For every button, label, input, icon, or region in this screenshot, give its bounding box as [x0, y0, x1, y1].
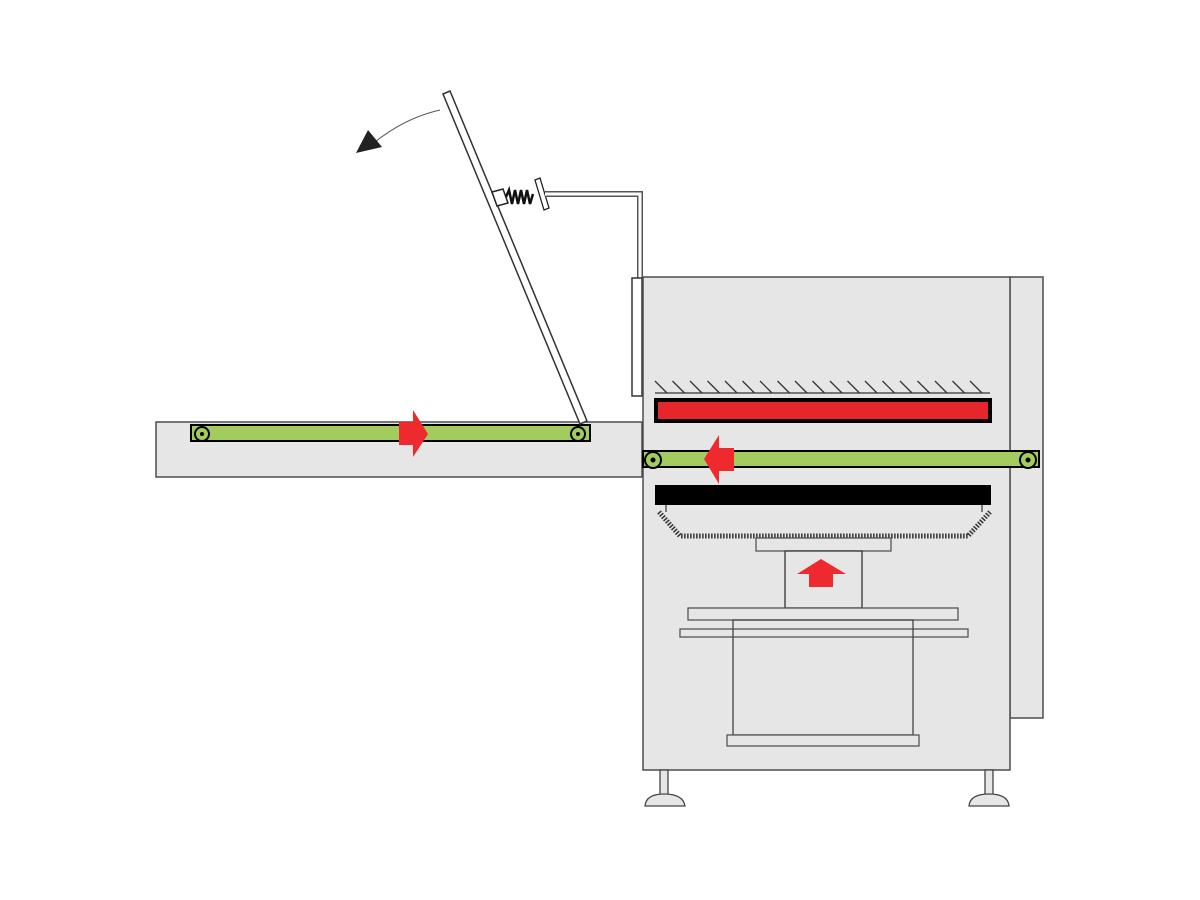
table-shelf: [679, 628, 969, 638]
hatch-tick: [777, 380, 790, 394]
hatch-tick: [742, 380, 755, 394]
hatch-tick: [759, 380, 773, 394]
main-belt: [642, 450, 1040, 468]
hatch-tick: [934, 380, 948, 394]
hatch-tick: [864, 380, 878, 394]
foot-left: [644, 769, 686, 807]
upper-heater: [654, 398, 992, 423]
arrow-left-icon: [704, 435, 734, 484]
infeed-belt: [190, 424, 591, 442]
table-top: [687, 607, 959, 621]
hatch-tick: [724, 380, 738, 394]
lift-plate: [755, 537, 892, 552]
main-roller-right: [1019, 451, 1037, 469]
hatch-tick: [829, 380, 843, 394]
lid-arm: [442, 90, 588, 425]
hatch-tick: [882, 380, 895, 394]
hatch-tick: [952, 380, 965, 394]
hatch-tick: [654, 380, 668, 394]
hatch-tick: [899, 380, 913, 394]
hatch-tick: [847, 380, 860, 394]
infeed-roller-left: [194, 426, 210, 442]
machine-cabinet: [642, 276, 1011, 771]
curved-arrow-icon: [356, 130, 382, 153]
main-roller-left: [644, 451, 662, 469]
hatch-tick: [794, 380, 808, 394]
hatch-tick: [672, 380, 685, 394]
hatch-tick: [917, 380, 930, 394]
hatch-tick: [969, 380, 983, 394]
swing-arc: [374, 109, 441, 143]
hatch-tick: [707, 380, 720, 394]
support-rod: [545, 191, 643, 278]
infeed-roller-right: [570, 426, 586, 442]
lower-plate: [655, 485, 991, 505]
side-panel: [1009, 276, 1044, 719]
insulation-hatching: [654, 380, 990, 394]
arrow-up-icon: [797, 559, 846, 587]
curtain-plate: [631, 277, 643, 397]
hatch-tick: [689, 380, 703, 394]
foot-right: [968, 769, 1010, 807]
base-plate: [726, 734, 920, 747]
sealing-brush: [657, 510, 992, 539]
arrow-right-icon: [399, 410, 428, 457]
spring-assembly: [491, 177, 550, 211]
hatch-tick: [812, 380, 825, 394]
